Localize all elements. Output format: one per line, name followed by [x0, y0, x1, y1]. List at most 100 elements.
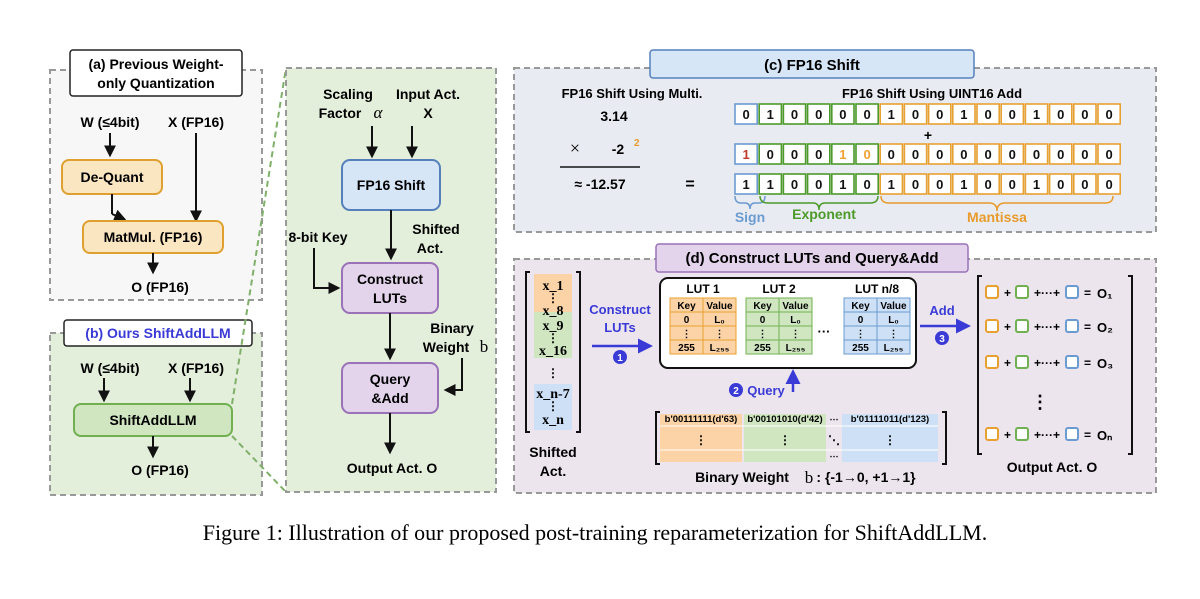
panel-b-title: (b) Ours ShiftAddLLM: [85, 325, 230, 341]
bit-value: 1: [960, 177, 967, 192]
step3-badge: [935, 331, 949, 345]
lut-cell: [778, 339, 813, 355]
bit-cell: [830, 173, 855, 195]
bit-cell: [782, 143, 807, 165]
detail-output: Output Act. O: [347, 460, 438, 476]
bit-cell: [734, 173, 759, 195]
bit-cell: [855, 103, 880, 125]
shifted-entry: x_1: [543, 279, 564, 294]
shiftaddllm-label: ShiftAddLLM: [109, 412, 196, 428]
bit-value: 0: [1105, 107, 1112, 122]
bit-value: 1: [960, 107, 967, 122]
lut-cell-text: 0: [858, 315, 864, 326]
sum-term-box: [985, 355, 999, 369]
bit-value: 0: [1009, 107, 1016, 122]
step2-badge: [729, 383, 743, 397]
bit-cell: [1097, 103, 1122, 125]
bit-value: 0: [936, 177, 943, 192]
bit-cell: [951, 103, 976, 125]
bit-cell: [1048, 173, 1073, 195]
sum-term-box: [1065, 427, 1079, 441]
step3-number: 3: [939, 334, 945, 345]
bit-value: 1: [742, 177, 749, 192]
bit-cell: [806, 103, 831, 125]
bit-value: 1: [767, 177, 774, 192]
bit-cell: [927, 143, 952, 165]
lut-cell-text: Key: [753, 301, 772, 312]
bit-cell: [855, 143, 880, 165]
bit-value: 0: [936, 107, 943, 122]
bit-plus: +: [924, 127, 932, 143]
bit-value: 0: [912, 107, 919, 122]
panel-d: (d) Construct LUTs and Query&Add x_1⋮x_8…: [513, 243, 1157, 494]
shifted-entry: x_n: [542, 413, 564, 428]
bit-cell: [1024, 173, 1049, 195]
lut-cell-text: ⋮: [715, 329, 725, 340]
exponent-label: Exponent: [792, 206, 856, 222]
sum-term-box: [1015, 355, 1029, 369]
sum-operator: +···+: [1034, 428, 1060, 442]
lut-cell-text: Value: [706, 301, 733, 312]
bit-cell: [927, 173, 952, 195]
bit-cell: [1000, 143, 1025, 165]
bit-value: 0: [936, 147, 943, 162]
bit-value: 0: [791, 177, 798, 192]
fp16-shift-label: FP16 Shift: [357, 177, 426, 193]
lut-cell-text: ⋮: [856, 329, 866, 340]
lut-title: LUT n/8: [855, 282, 899, 296]
lut-cell-text: 255: [754, 343, 771, 354]
bit-value: 0: [863, 107, 870, 122]
lut-cell: [702, 339, 737, 355]
bit-cell: [1097, 143, 1122, 165]
bit-value: 0: [815, 147, 822, 162]
bit-value: 0: [1009, 147, 1016, 162]
shifted-entry: ⋮: [547, 291, 559, 305]
output-ellipsis: ⋮: [1031, 392, 1049, 412]
bit-value: 0: [1081, 107, 1088, 122]
bit-cell: [734, 143, 759, 165]
bit-value: 0: [767, 147, 774, 162]
shifted-act-caption-1: Shifted: [529, 444, 576, 460]
lut-cell-text: L₂₅₅: [710, 343, 730, 354]
bit-cell: [1073, 143, 1097, 165]
sum-term-box: [985, 319, 999, 333]
sum-term-box: [1015, 285, 1029, 299]
shifted-entry: ⋮: [547, 399, 559, 413]
weight-dots-top: ⋯: [830, 414, 839, 424]
weight-mapping: : {-1→0, +1→1}: [816, 469, 916, 485]
sum-operator: =: [1084, 320, 1091, 334]
bit-cell: [976, 103, 1001, 125]
sum-operator: +···+: [1034, 286, 1060, 300]
bit-cell: [1073, 173, 1097, 195]
sum-operator: +: [1004, 356, 1011, 370]
lut-cell-text: L₀: [888, 315, 899, 326]
sum-operator: +: [1004, 428, 1011, 442]
bit-value: 0: [742, 107, 749, 122]
bit-cell: [903, 103, 928, 125]
weight-caption: Binary Weight: [695, 469, 789, 485]
lut-cell-text: L₀: [714, 315, 725, 326]
lut-cell-text: ⋮: [791, 329, 801, 340]
approx-result: ≈ -12.57: [574, 176, 625, 192]
lut-title: LUT 2: [762, 282, 796, 296]
panel-b-output: O (FP16): [131, 462, 189, 478]
uint16-title: FP16 Shift Using UINT16 Add: [842, 86, 1022, 101]
bit-cell: [830, 103, 855, 125]
shifted-entry: ⋮: [547, 331, 559, 345]
bit-cell: [758, 103, 783, 125]
sum-term-box: [1065, 285, 1079, 299]
bit-cell: [1024, 143, 1049, 165]
output-label: O₁: [1097, 286, 1113, 301]
lut-cell-text: 255: [852, 343, 869, 354]
step2-number: 2: [733, 386, 739, 397]
step1-label-1: Construct: [589, 302, 651, 317]
step1-badge: [613, 350, 627, 364]
bit-cell: [782, 103, 807, 125]
lut-cell: [876, 339, 911, 355]
equals-sign: =: [685, 176, 694, 193]
bit-value: 0: [863, 177, 870, 192]
bit-value: 0: [815, 107, 822, 122]
bit-cell: [1024, 103, 1049, 125]
bit-value: 1: [767, 107, 774, 122]
